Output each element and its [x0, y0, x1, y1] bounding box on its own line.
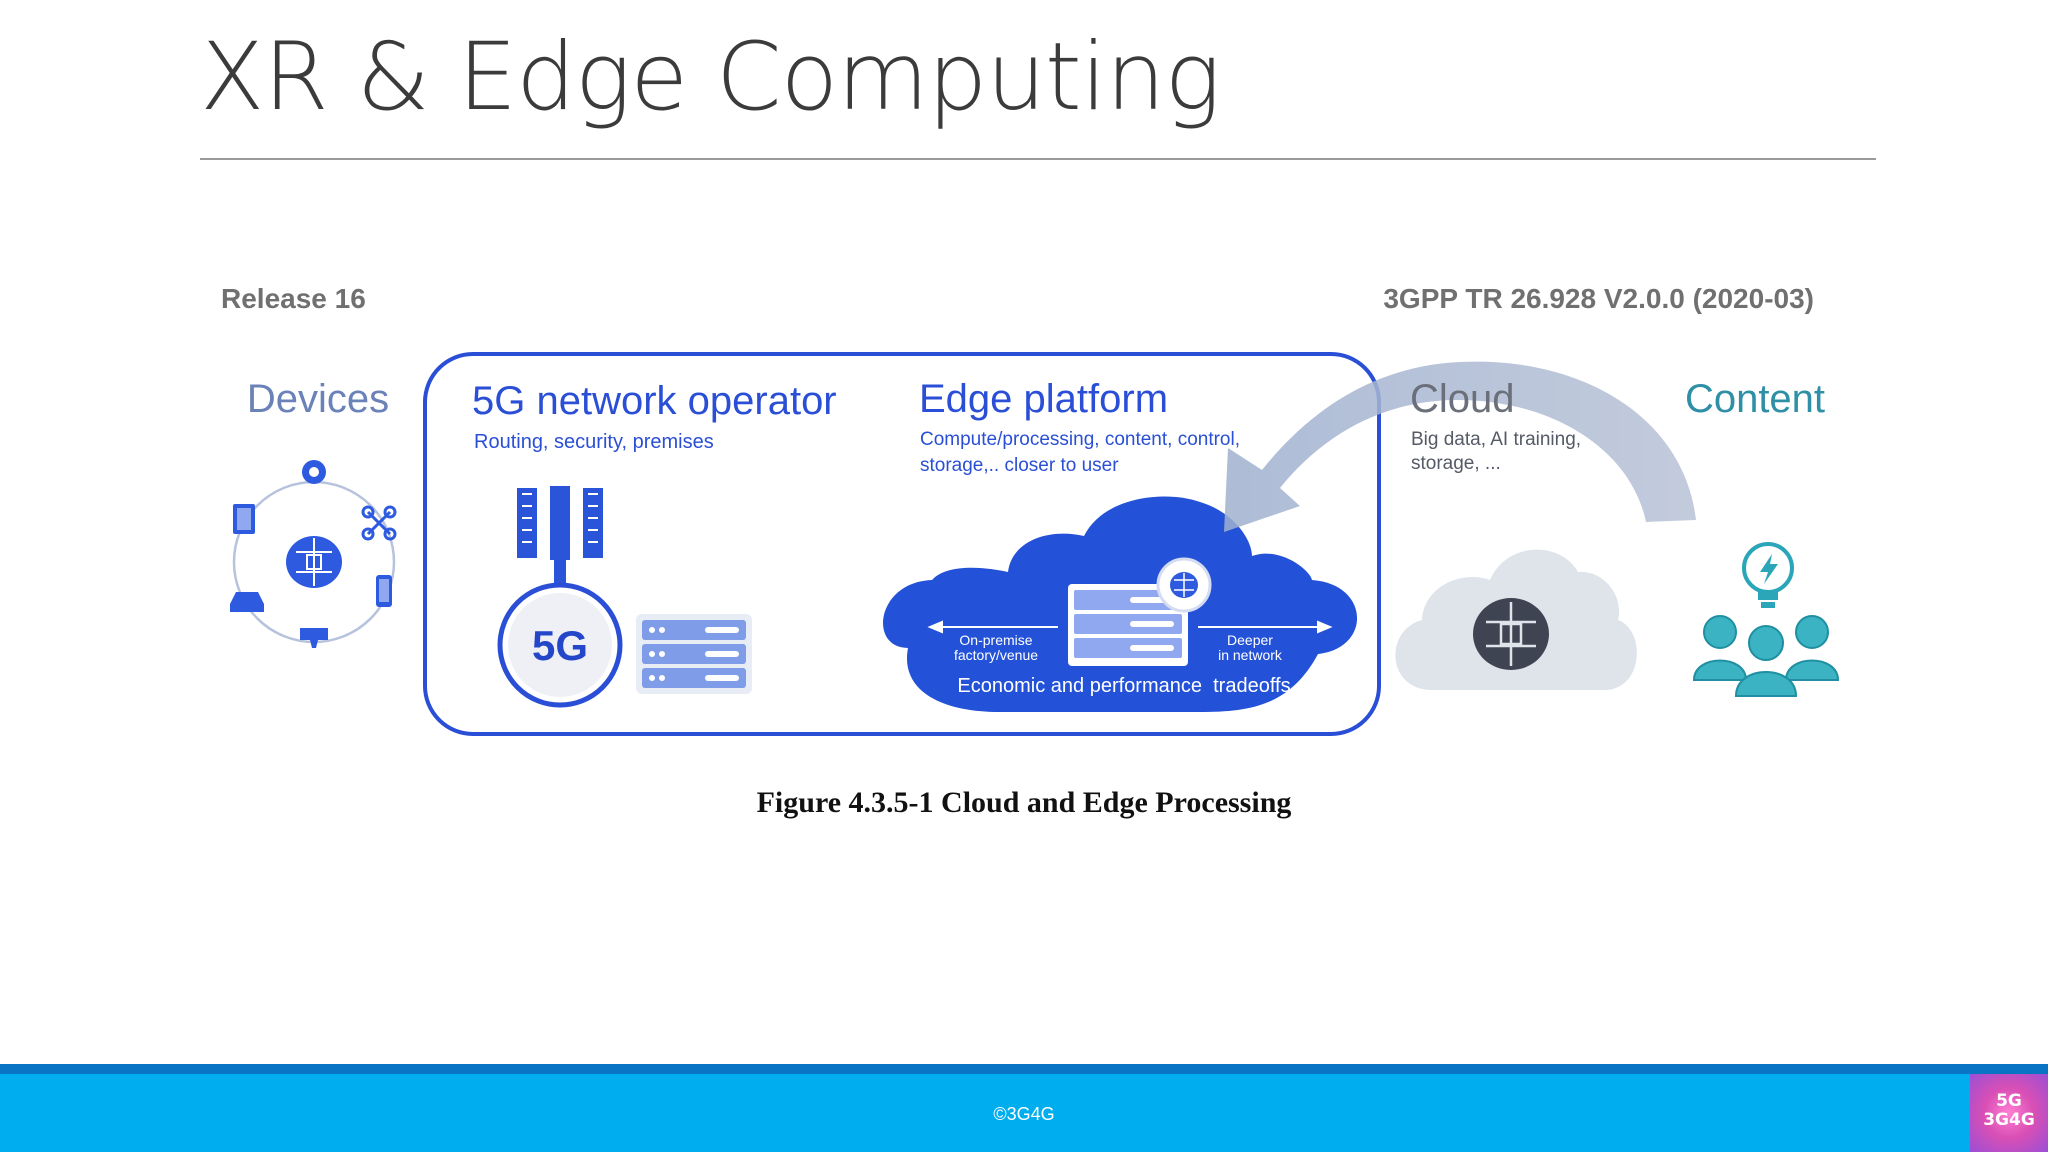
content-users-icon — [1692, 542, 1840, 697]
edge-ai-badge — [1156, 557, 1212, 613]
operator-edge-frame — [423, 352, 1381, 736]
devices-title: Devices — [247, 377, 389, 421]
cloud-brain-icon — [1473, 598, 1549, 670]
brain-icon — [286, 536, 342, 588]
figure-caption: Figure 4.3.5-1 Cloud and Edge Processing — [756, 786, 1292, 819]
operator-subtitle: Routing, security, premises — [474, 431, 714, 453]
operator-title: 5G network operator — [472, 379, 837, 423]
lightbulb-icon — [1742, 542, 1794, 608]
cloud-subtitle-line-2: storage, ... — [1411, 453, 1501, 474]
5g-badge: 5G — [497, 582, 623, 708]
3g4g-logo: 5G 3G4G — [1970, 1074, 2048, 1152]
logo-line-1: 5G — [1996, 1091, 2022, 1111]
cloud-subtitle-line-1: Big data, AI training, — [1411, 429, 1581, 450]
factory-venue-label: factory/venue — [954, 647, 1038, 663]
slide-title: XR & Edge Computing — [200, 23, 1221, 132]
logo-line-2: 3G4G — [1983, 1110, 2035, 1130]
devices-ring-icon — [230, 460, 397, 648]
cell-tower-icon — [517, 486, 603, 586]
vr-headset-icon — [300, 628, 328, 648]
drone-icon — [361, 505, 397, 541]
in-network-label: in network — [1218, 647, 1283, 663]
car-icon — [230, 592, 264, 612]
content-title: Content — [1685, 377, 1825, 421]
tradeoff-arrow — [927, 620, 1333, 634]
content-to-edge-arrow — [1224, 361, 1696, 532]
cloud-title: Cloud — [1410, 377, 1515, 421]
release-label: Release 16 — [221, 283, 366, 314]
cloud-edge-diagram: Release 16 3GPP TR 26.928 V2.0.0 (2020-0… — [221, 283, 1840, 736]
on-premise-label: On-premise — [959, 632, 1032, 648]
deeper-label: Deeper — [1227, 632, 1273, 648]
edge-subtitle-line-1: Compute/processing, content, control, — [920, 429, 1240, 450]
footer-copyright: ©3G4G — [993, 1104, 1055, 1124]
svg-text:5G: 5G — [532, 622, 588, 669]
tradeoff-label: Economic and performance tradeoffs — [957, 675, 1290, 697]
edge-title: Edge platform — [919, 377, 1168, 421]
spec-reference: 3GPP TR 26.928 V2.0.0 (2020-03) — [1383, 283, 1814, 314]
footer-accent-bar — [0, 1064, 2048, 1074]
server-rack-icon — [636, 614, 752, 694]
title-divider — [200, 158, 1876, 160]
footer-bar — [0, 1074, 2048, 1152]
edge-subtitle-line-2: storage,.. closer to user — [920, 455, 1119, 476]
